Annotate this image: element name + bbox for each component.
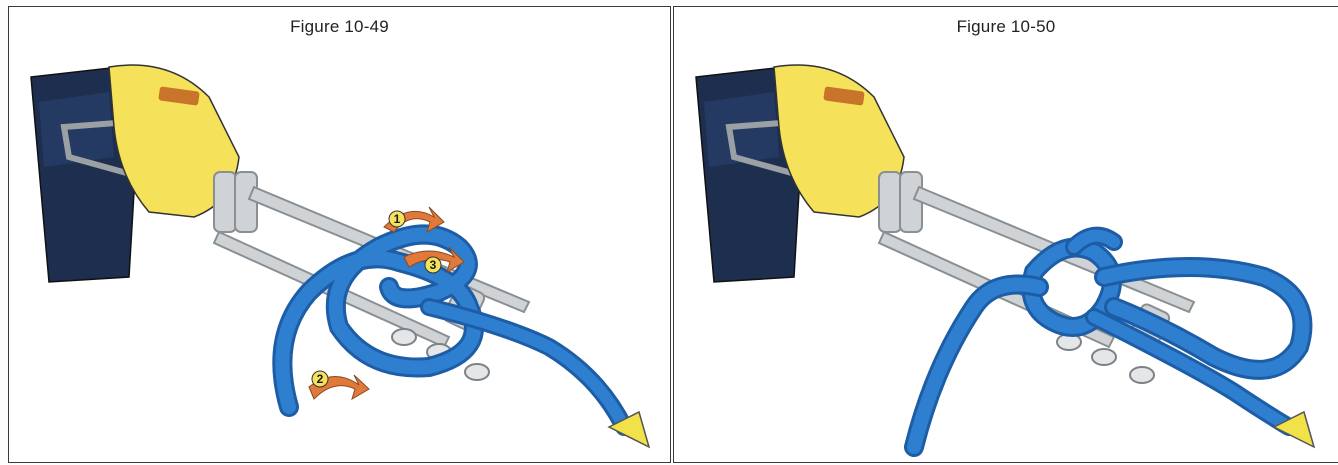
- figure-panel-10-50: Figure 10-50: [673, 6, 1338, 463]
- step-arrow-2: 2: [309, 371, 369, 399]
- knot-illustration-finished: [674, 7, 1338, 463]
- knot-illustration-step: 1 3 2: [9, 7, 671, 463]
- step-badge-2: 2: [317, 372, 324, 386]
- figure-panel-10-49: Figure 10-49: [8, 6, 671, 463]
- step-badge-3: 3: [430, 258, 437, 272]
- step-badge-1: 1: [394, 212, 401, 226]
